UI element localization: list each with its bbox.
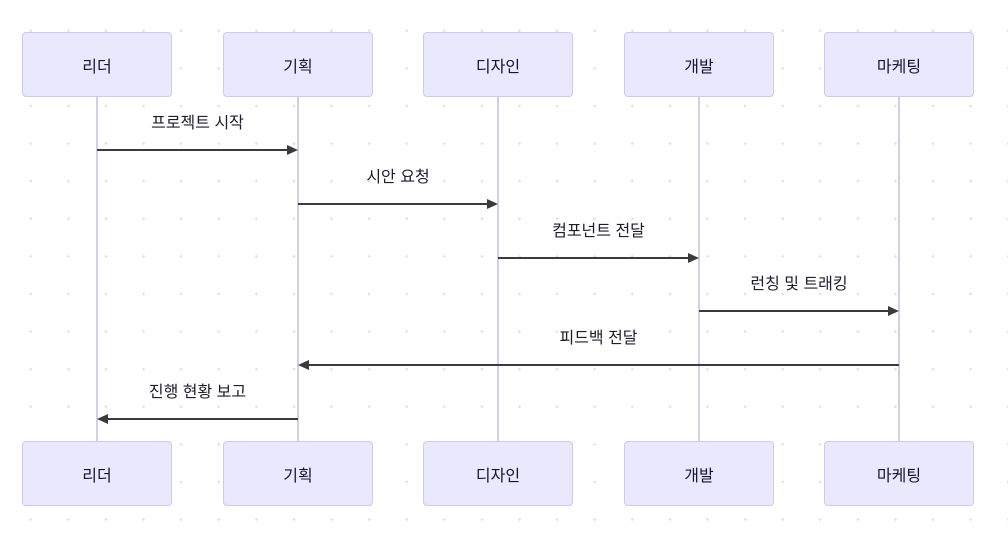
message-arrow xyxy=(498,257,690,259)
message-label: 피드백 전달 xyxy=(559,330,638,347)
actor-lifeline xyxy=(898,97,900,441)
actor-lifeline xyxy=(497,97,499,441)
message-arrowhead xyxy=(888,306,899,316)
message-arrowhead xyxy=(298,360,309,370)
message-arrow xyxy=(307,364,899,366)
actor-box-top: 리더 xyxy=(22,32,172,97)
actor-label: 기획 xyxy=(283,467,313,485)
actor-box-bottom: 마케팅 xyxy=(824,441,974,506)
message-arrow xyxy=(298,203,489,205)
actor-label: 디자인 xyxy=(475,58,521,76)
actor-box-top: 마케팅 xyxy=(824,32,974,97)
message-label: 진행 현황 보고 xyxy=(148,384,247,401)
actor-box-bottom: 디자인 xyxy=(423,441,573,506)
message-label: 시안 요청 xyxy=(366,169,430,186)
actor-box-bottom: 개발 xyxy=(624,441,774,506)
message-label: 프로젝트 시작 xyxy=(151,115,244,132)
message-arrowhead xyxy=(487,199,498,209)
actor-label: 마케팅 xyxy=(876,467,922,485)
actor-label: 리더 xyxy=(82,58,112,76)
actor-box-bottom: 기획 xyxy=(223,441,373,506)
actor-lifeline xyxy=(297,97,299,441)
actor-label: 디자인 xyxy=(475,467,521,485)
actor-box-top: 디자인 xyxy=(423,32,573,97)
message-arrowhead xyxy=(688,253,699,263)
message-label: 컴포넌트 전달 xyxy=(552,223,645,240)
message-arrow xyxy=(699,310,890,312)
message-arrowhead xyxy=(97,414,108,424)
actor-label: 마케팅 xyxy=(876,58,922,76)
actor-lifeline xyxy=(96,97,98,441)
actor-lifeline xyxy=(698,97,700,441)
actor-label: 리더 xyxy=(82,467,112,485)
actor-box-top: 개발 xyxy=(624,32,774,97)
actor-label: 개발 xyxy=(684,58,714,76)
actor-label: 기획 xyxy=(283,58,313,76)
message-arrowhead xyxy=(287,145,298,155)
message-arrow xyxy=(97,149,289,151)
message-label: 런칭 및 트래킹 xyxy=(750,276,848,293)
actor-box-top: 기획 xyxy=(223,32,373,97)
message-arrow xyxy=(106,418,298,420)
actor-label: 개발 xyxy=(684,467,714,485)
actor-box-bottom: 리더 xyxy=(22,441,172,506)
